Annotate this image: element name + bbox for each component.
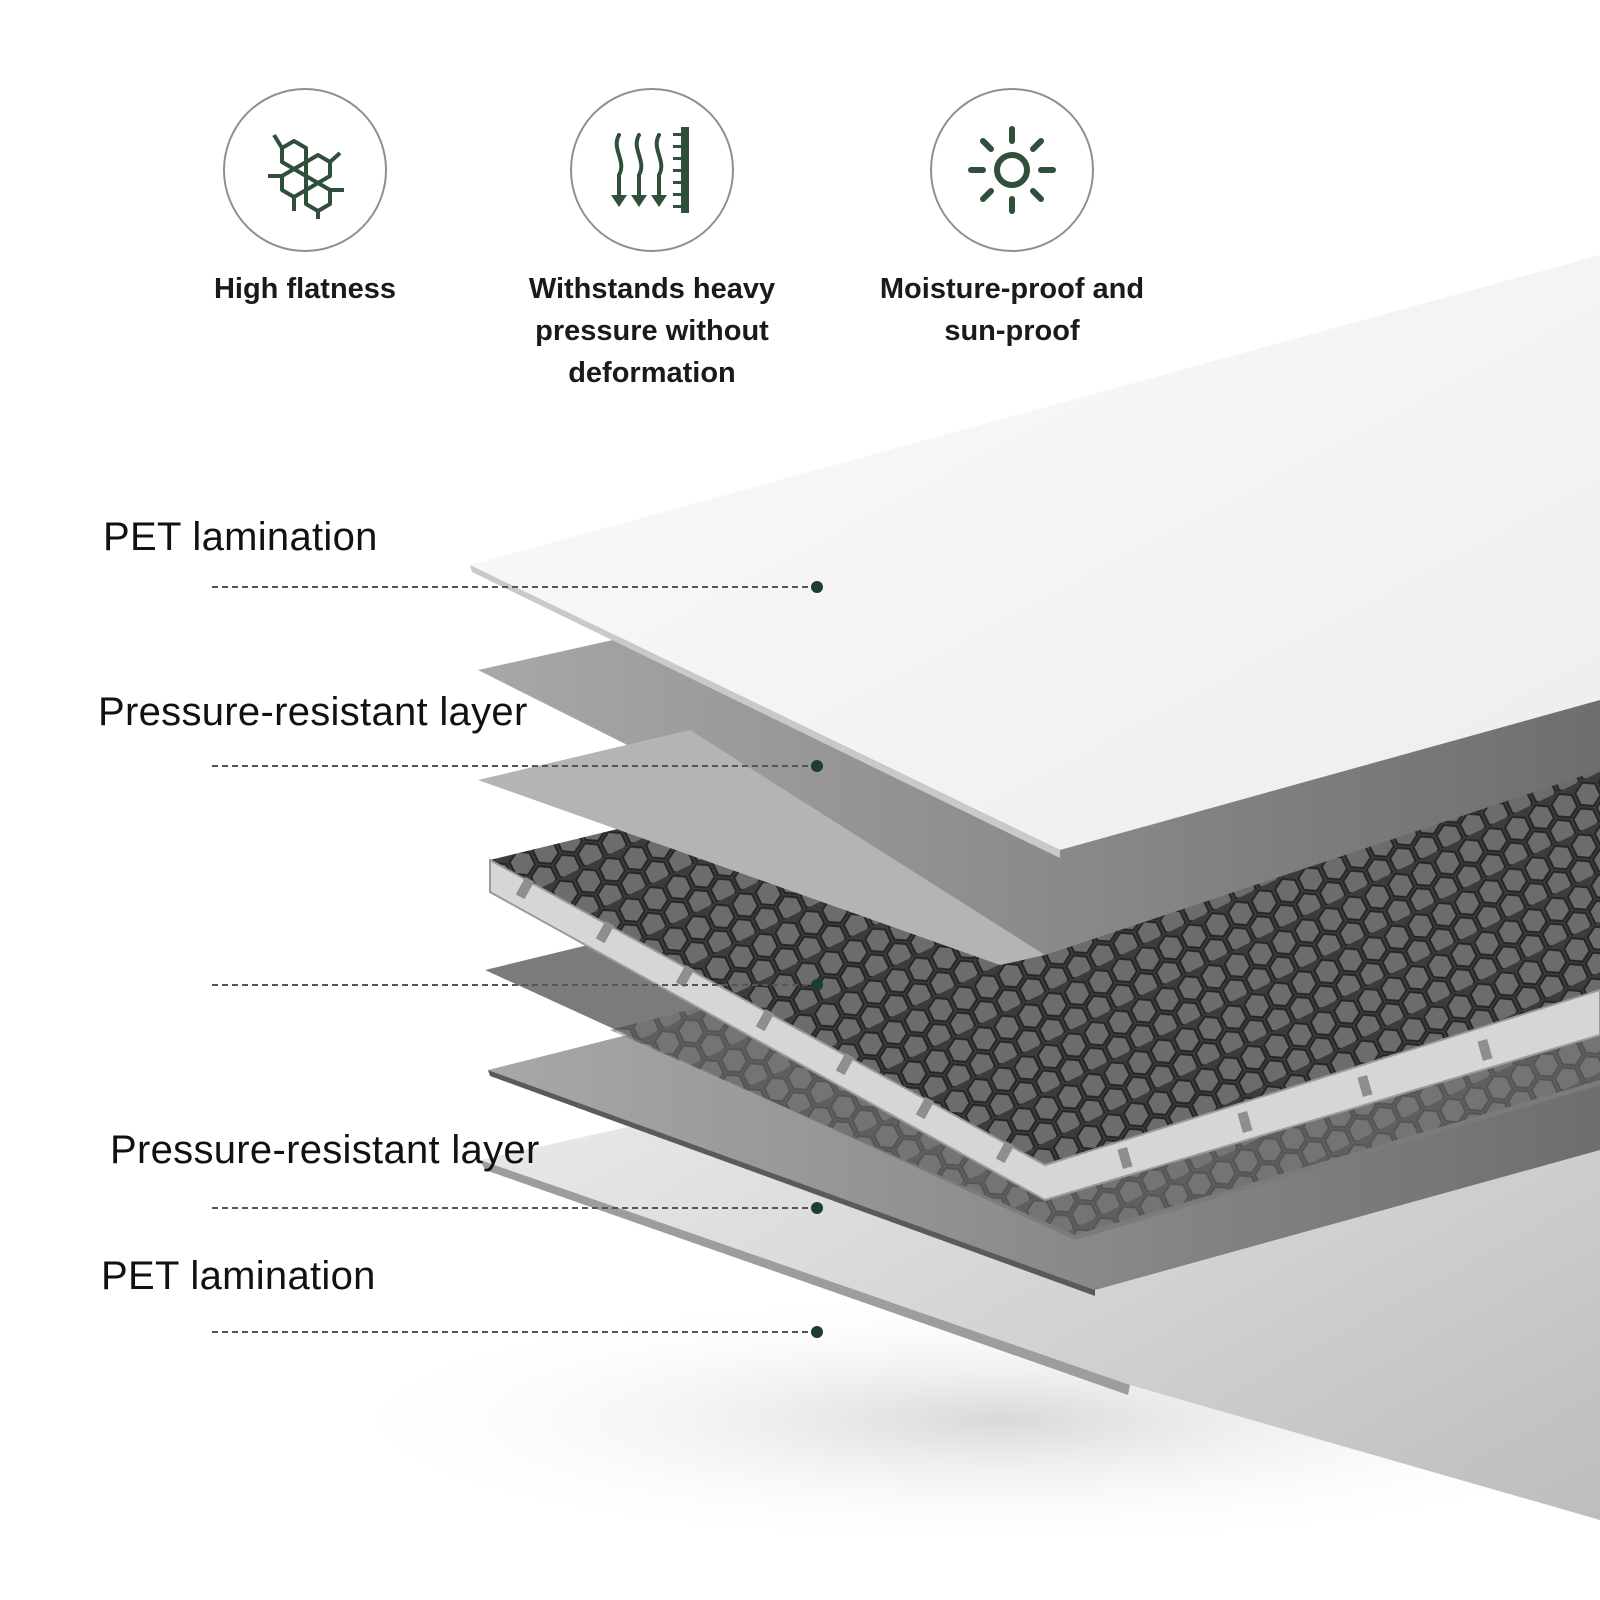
- feature-icon-ring: [930, 88, 1094, 252]
- feature-high-flatness: High flatness: [135, 88, 475, 310]
- feature-icon-ring: [570, 88, 734, 252]
- sheet-pet-bottom-edge: [480, 1160, 1130, 1395]
- feature-moisture-sun: Moisture-proof and sun-proof: [842, 88, 1182, 352]
- sheet-pressure-bottom-edge: [488, 1070, 1095, 1296]
- feature-pressure: Withstands heavy pressure without deform…: [482, 88, 822, 394]
- sheet-pet-top-edge: [470, 565, 1060, 858]
- leader-line-pet-top: [212, 581, 823, 593]
- pressure-arrows-icon: [611, 127, 689, 213]
- layer-label-pressure-top: Pressure-resistant layer: [98, 690, 528, 734]
- feature-caption: Withstands heavy pressure without deform…: [528, 273, 776, 389]
- layer-label-pet-top: PET lamination: [103, 515, 378, 559]
- leader-line-pressure-bottom: [212, 1202, 823, 1214]
- honeycomb-core-front-edge: [489, 858, 1600, 1202]
- feature-caption: Moisture-proof and sun-proof: [879, 273, 1145, 347]
- feature-icon-ring: [223, 88, 387, 252]
- layer-label-pressure-bottom: Pressure-resistant layer: [110, 1128, 540, 1172]
- sun-icon: [968, 126, 1056, 214]
- leader-line-honeycomb: [212, 979, 823, 991]
- leader-line-pet-bottom: [212, 1326, 823, 1338]
- layer-label-pet-bottom: PET lamination: [101, 1254, 376, 1298]
- honeycomb-edge-notches: [515, 876, 1493, 1169]
- leader-line-pressure-top: [212, 760, 823, 772]
- molecule-hexagon-icon: [268, 133, 344, 219]
- sheet-pressure-top-lower-plate: [478, 730, 1045, 965]
- feature-caption: High flatness: [213, 273, 397, 305]
- sheet-pet-top: [470, 255, 1600, 850]
